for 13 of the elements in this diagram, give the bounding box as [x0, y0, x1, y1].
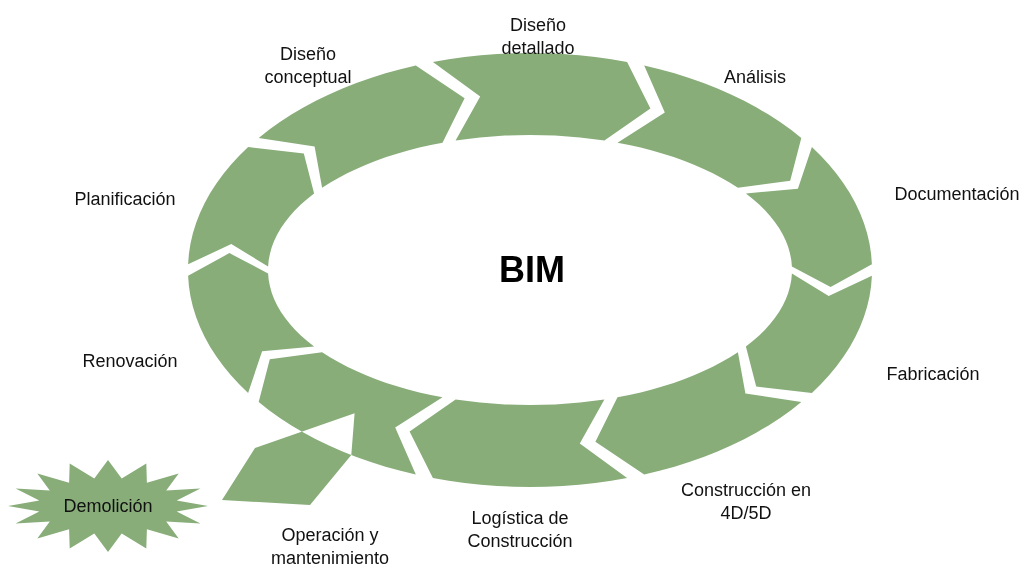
stage-label: Diseño detallado: [478, 13, 598, 61]
stage-label: Diseño conceptual: [248, 42, 368, 90]
stage-label: Renovación: [60, 350, 200, 374]
node-label: Demolición: [63, 495, 153, 517]
stage-label: Documentación: [877, 183, 1032, 207]
stage-label: Construcción en 4D/5D: [671, 478, 821, 526]
starburst: [8, 460, 208, 552]
stage-label: Operación y mantenimiento: [255, 523, 405, 569]
stage-label: Fabricación: [863, 363, 1003, 387]
center-title: BIM: [499, 249, 565, 291]
stage-label: Análisis: [695, 66, 815, 90]
stage-label: Planificación: [45, 188, 205, 212]
stage-label: Logística de Construcción: [445, 506, 595, 554]
